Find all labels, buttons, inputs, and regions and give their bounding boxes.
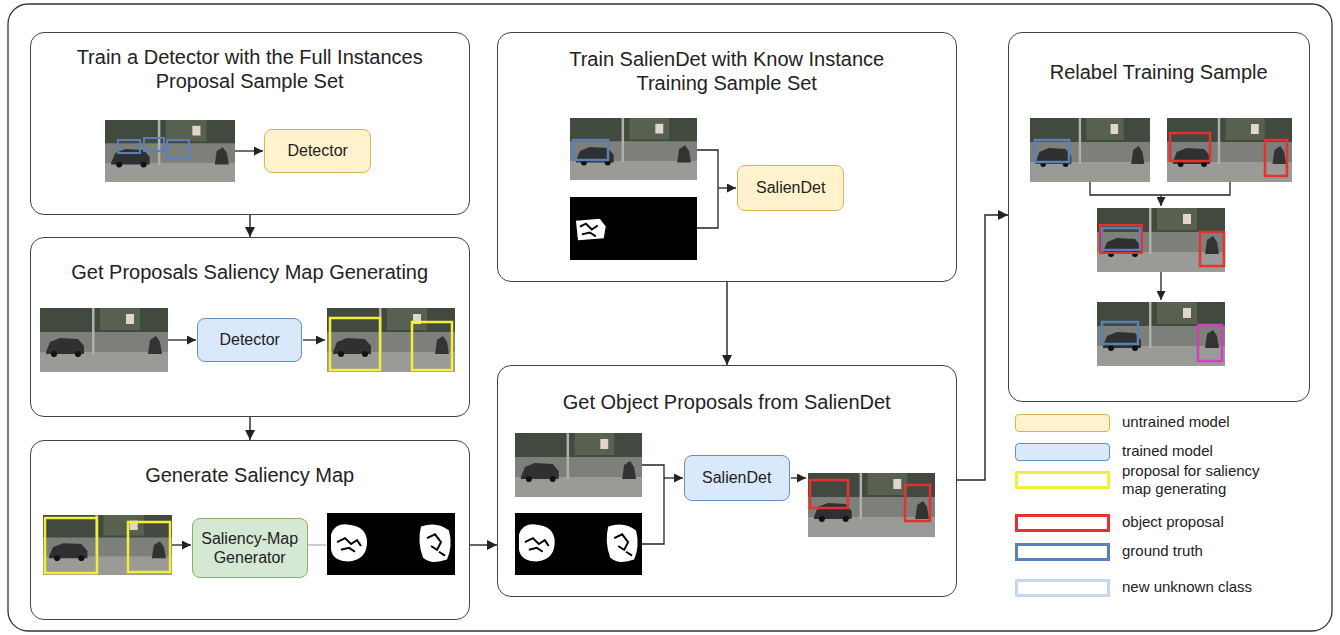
flow-arrow [1090, 182, 1230, 195]
process-panel: Generate Saliency MapSaliency-Map Genera… [30, 440, 470, 620]
legend-swatch [1015, 414, 1110, 432]
panel-title: Get Proposals Saliency Map Generating [40, 260, 460, 284]
bbox [128, 522, 170, 572]
legend-swatch [1015, 543, 1110, 561]
legend-label: untrained model [1122, 413, 1287, 431]
model-label: SalienDet [702, 468, 771, 487]
photo [327, 308, 455, 372]
model-label: Detector [219, 330, 279, 349]
bbox [1265, 140, 1287, 176]
legend-swatch [1015, 471, 1110, 489]
bbox [1198, 325, 1222, 361]
legend-label: ground truth [1122, 542, 1287, 560]
process-panel: Get Proposals Saliency Map GeneratingDet… [30, 237, 470, 417]
model-label: Detector [287, 141, 347, 160]
legend-label: proposal for saliency map generating [1122, 462, 1287, 498]
flow-arrow [642, 465, 664, 544]
panel-title: Train a Detector with the Full Instances… [40, 45, 460, 93]
flow-arrow [664, 477, 683, 478]
saliency-map [570, 197, 697, 260]
model-box: Saliency-Map Generator [192, 518, 308, 578]
legend-label: object proposal [1122, 513, 1287, 531]
saliency-proposals [45, 518, 170, 573]
legend-label: trained model [1122, 442, 1287, 460]
flow-line [308, 545, 326, 546]
outer-frame [8, 4, 1332, 631]
saliency-proposals [330, 318, 452, 370]
saliency-map [327, 513, 455, 575]
flow-arrow [697, 150, 718, 228]
bbox [1102, 322, 1138, 344]
flow-arrow [235, 150, 263, 151]
legend-label: new unknown class [1122, 578, 1287, 596]
panel-title: Generate Saliency Map [40, 463, 460, 487]
flow-connector [957, 215, 1008, 480]
panel-title: Train SalienDet with Know Instance Train… [562, 47, 892, 95]
photo [1097, 302, 1225, 366]
bbox [330, 318, 380, 370]
photo [105, 120, 235, 182]
photo [43, 515, 172, 575]
photo [1030, 118, 1150, 182]
ground-truth-boxes [118, 138, 189, 158]
bbox [1102, 228, 1140, 250]
legend-swatch [1015, 443, 1110, 461]
legend-swatch [1015, 514, 1110, 532]
bbox [905, 485, 930, 521]
flow-arrow [172, 544, 191, 545]
model-box: SalienDet [737, 165, 844, 211]
panel-title: Relabel Training Sample [1019, 60, 1299, 84]
photo [515, 433, 642, 497]
process-panel: Train a Detector with the Full Instances… [30, 32, 470, 215]
model-box: SalienDet [684, 455, 790, 501]
bbox [1035, 140, 1069, 162]
saliency-map [515, 513, 642, 575]
model-label: SalienDet [756, 178, 825, 197]
process-panel: Relabel Training Sample [1008, 32, 1310, 402]
bbox [412, 322, 452, 370]
flow-arrow [791, 477, 806, 478]
flow-arrow [1160, 195, 1161, 206]
bbox [573, 140, 608, 160]
bbox [167, 140, 189, 158]
photo [808, 473, 935, 537]
photo [1097, 208, 1225, 272]
flow-connector [249, 417, 250, 440]
bbox [1100, 225, 1142, 253]
photo [570, 118, 697, 180]
flow-connector [249, 215, 250, 237]
process-panel: Train SalienDet with Know Instance Train… [497, 32, 957, 282]
process-panel: Get Object Proposals from SalienDetSalie… [497, 365, 957, 597]
flow-arrow [303, 339, 325, 340]
flow-arrow [1160, 272, 1161, 300]
object-proposals [810, 480, 930, 521]
photo [40, 308, 168, 372]
flow-connector [726, 282, 727, 365]
photo [1167, 118, 1292, 182]
flow-arrow [168, 339, 196, 340]
model-box: Detector [197, 318, 302, 362]
bbox [810, 480, 848, 508]
bbox [1200, 232, 1224, 266]
bbox [1170, 133, 1210, 161]
flow-arrow [718, 187, 736, 188]
model-label: Saliency-Map Generator [199, 529, 301, 567]
bbox [144, 138, 164, 151]
model-box: Detector [264, 129, 371, 173]
bbox [45, 518, 97, 573]
flow-connector [470, 544, 497, 545]
panel-title: Get Object Proposals from SalienDet [517, 390, 937, 414]
bbox [118, 140, 140, 153]
object-proposals [1170, 133, 1287, 176]
legend-swatch [1015, 579, 1110, 597]
